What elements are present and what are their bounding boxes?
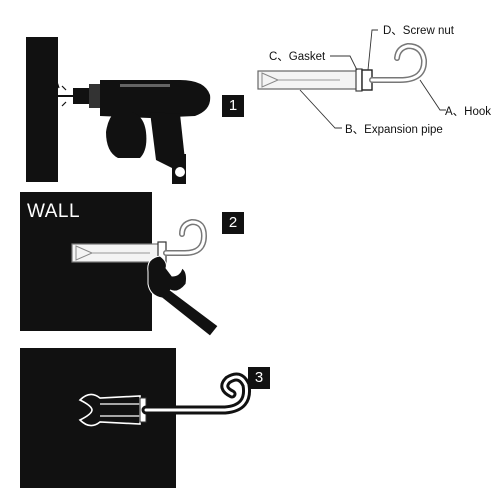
screw-nut-label: D、Screw nut [383, 25, 454, 37]
wall-label: WALL [27, 201, 81, 222]
wrench-icon [147, 255, 219, 337]
wall-section [26, 37, 58, 182]
expanded-anchor [78, 393, 141, 427]
step1-panel [26, 37, 211, 184]
wall-block [20, 348, 176, 488]
step-3-badge: 3 [248, 367, 270, 389]
drill-icon [73, 80, 211, 184]
expansion-bolt-icon [257, 42, 428, 92]
hook-label: A、Hook [445, 106, 492, 118]
step2-panel [20, 192, 219, 337]
step3-panel [20, 348, 252, 488]
expansion-pipe-label: B、Expansion pipe [345, 124, 443, 136]
dust-sparks [56, 81, 67, 107]
gasket-label: C、Gasket [269, 51, 326, 63]
leader-lines [299, 29, 446, 129]
step-1-badge: 1 [222, 95, 244, 117]
step-2-badge: 2 [222, 212, 244, 234]
gasket-part [355, 68, 363, 92]
